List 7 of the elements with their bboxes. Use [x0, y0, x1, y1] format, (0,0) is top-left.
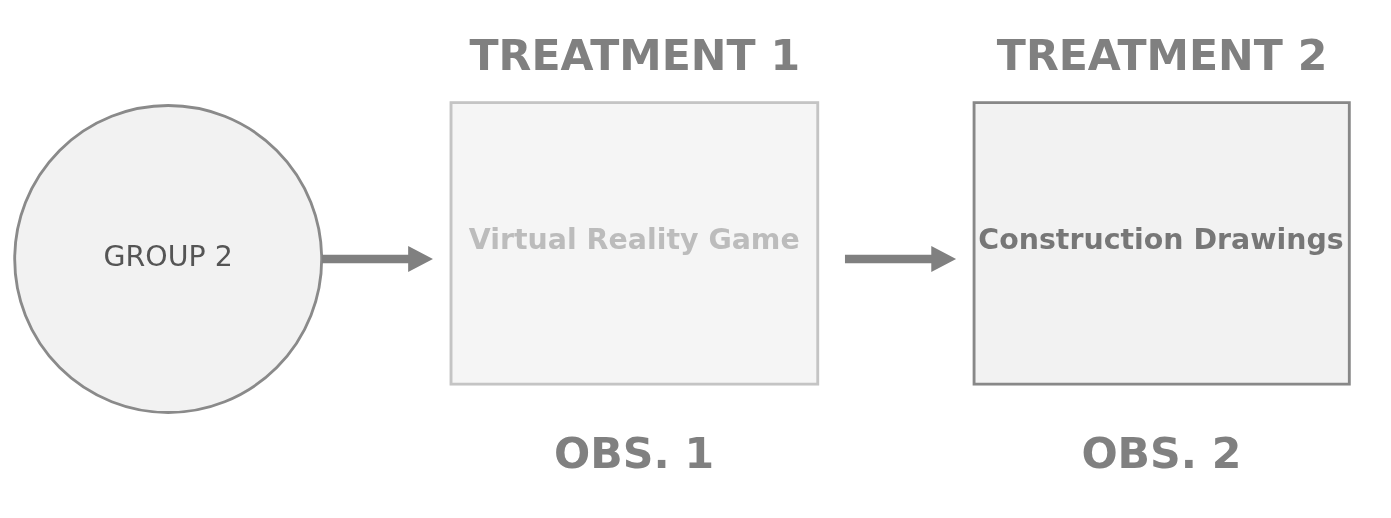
node-label: TREATMENT 1 — [469, 29, 801, 80]
arrow — [844, 245, 957, 273]
node-label: OBS. 2 — [1081, 427, 1242, 478]
node-label: TREATMENT 2 — [996, 29, 1328, 80]
node-circle: GROUP 2 — [13, 104, 324, 414]
node-label: OBS. 1 — [554, 427, 715, 478]
arrow — [322, 245, 433, 273]
